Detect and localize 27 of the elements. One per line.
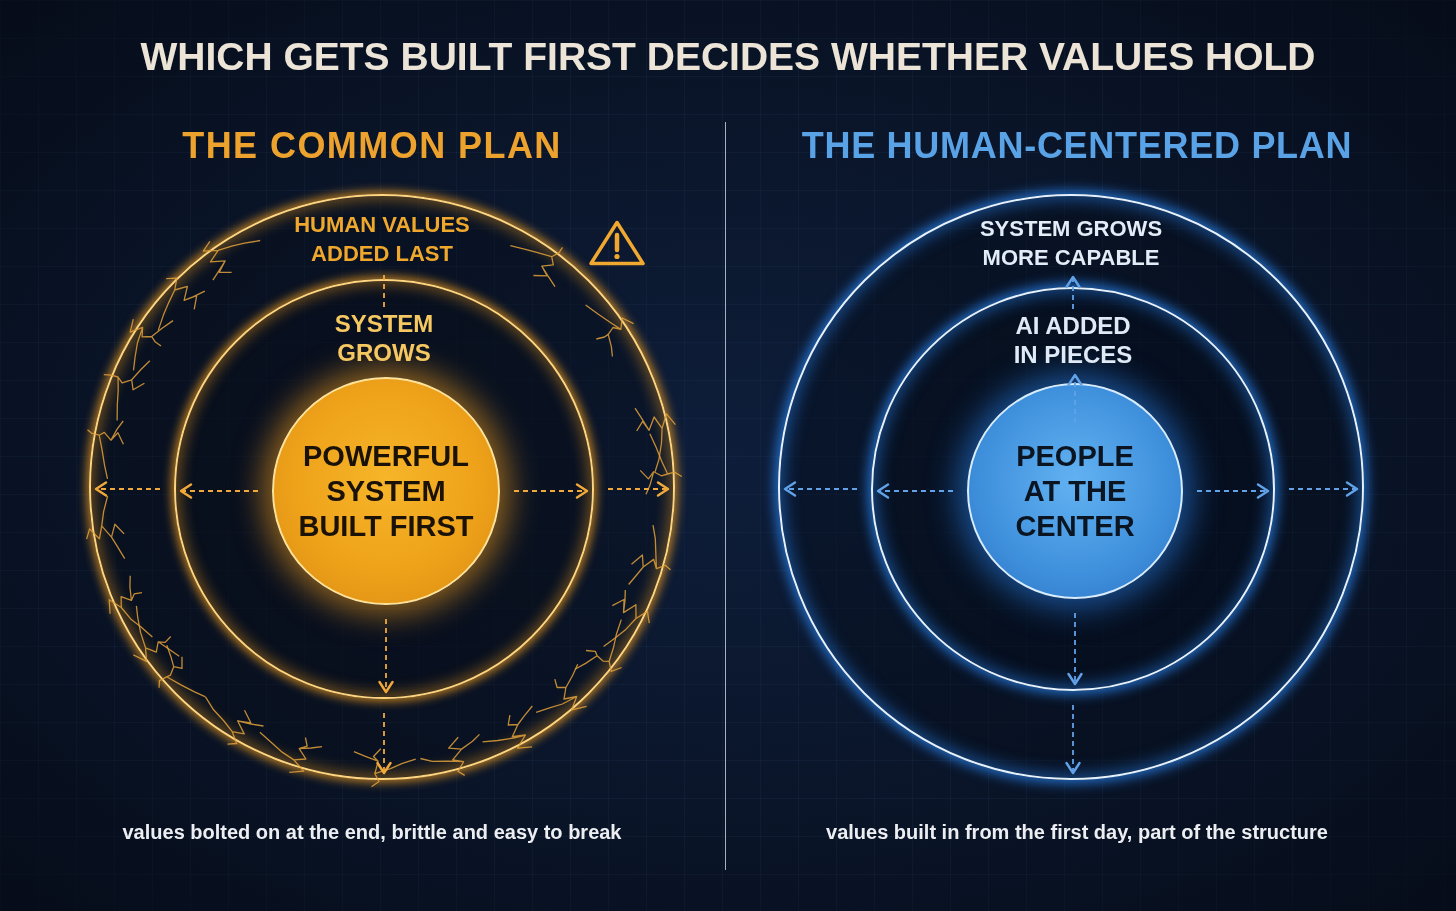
panel-heading: THE COMMON PLAN <box>182 125 562 167</box>
dashed-arrow <box>376 712 392 775</box>
ring-label: HUMAN VALUES ADDED LAST <box>274 210 490 268</box>
dashed-arrow <box>1067 612 1083 686</box>
panel-heading: THE HUMAN-CENTERED PLAN <box>801 125 1353 167</box>
dashed-arrow <box>513 483 589 499</box>
title: WHICH GETS BUILT FIRST DECIDES WHETHER VALUES HOLD <box>140 34 1316 80</box>
ring-label: SYSTEM GROWS <box>319 309 449 367</box>
dashed-arrow <box>607 481 670 497</box>
dashed-arrow <box>876 483 954 499</box>
dashed-arrow <box>1065 275 1081 310</box>
dashed-arrow <box>1067 373 1083 424</box>
dashed-arrow <box>783 481 858 497</box>
caption: values built in from the first day, part of the structure <box>826 820 1328 845</box>
middle-ring <box>174 279 594 699</box>
dashed-arrow <box>94 481 161 497</box>
core-label: PEOPLE AT THE CENTER <box>1014 438 1136 544</box>
core-label: POWERFUL SYSTEM BUILT FIRST <box>297 438 475 544</box>
ring-label: SYSTEM GROWS MORE CAPABLE <box>963 214 1179 272</box>
dashed-arrow <box>378 618 394 694</box>
caption: values bolted on at the end, brittle and easy to break <box>122 820 622 845</box>
ring-label: AI ADDED IN PIECES <box>1007 311 1139 369</box>
dashed-arrow <box>1065 704 1081 775</box>
dashed-arrow <box>1288 481 1359 497</box>
dashed-arrow <box>1196 483 1270 499</box>
dashed-arrow <box>179 483 259 499</box>
middle-ring <box>871 287 1275 691</box>
